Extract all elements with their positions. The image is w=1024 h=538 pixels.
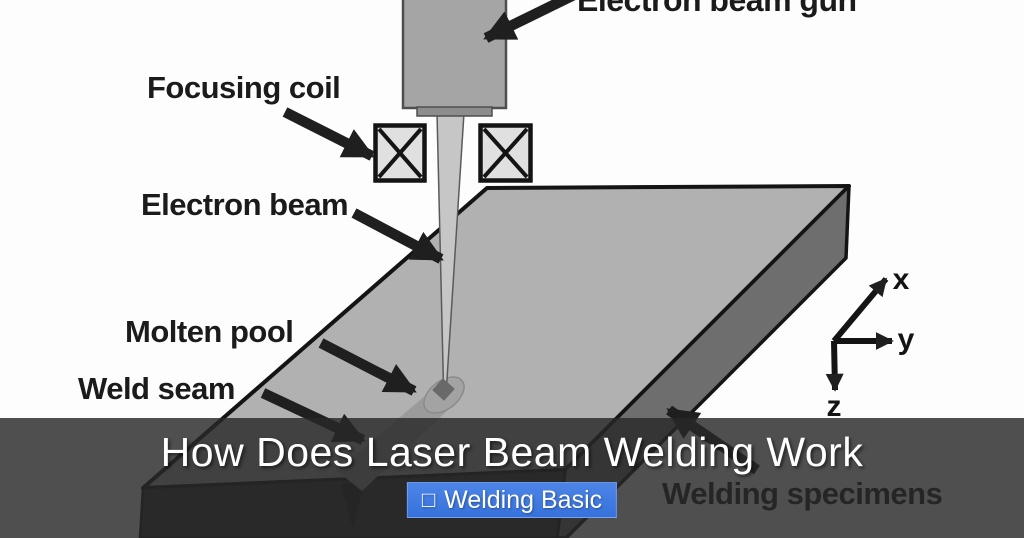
y-axis-label: y bbox=[898, 323, 915, 356]
arrow-to-electron-beam bbox=[351, 208, 444, 264]
label-weld-seam: Weld seam bbox=[78, 371, 235, 406]
badge-glyph-icon: □ bbox=[421, 487, 436, 512]
focusing-coil-right bbox=[478, 123, 533, 183]
arrow-to-focusing-coil bbox=[282, 107, 375, 161]
arrow-to-molten-pool bbox=[318, 338, 417, 396]
label-electron-beam: Electron beam bbox=[141, 187, 348, 222]
arrow-to-gun bbox=[483, 0, 576, 43]
x-axis-arrow bbox=[831, 277, 889, 343]
badge-label: Welding Basic bbox=[444, 485, 603, 514]
electron-beam-gun-shape bbox=[401, 0, 508, 117]
x-axis-label: x bbox=[893, 263, 910, 296]
welding-basic-badge[interactable]: □ Welding Basic bbox=[406, 482, 618, 518]
beam-spot bbox=[432, 378, 455, 401]
z-axis-arrow bbox=[825, 340, 844, 392]
z-axis-label: z bbox=[827, 390, 842, 423]
caption-band bbox=[0, 418, 1024, 538]
focusing-coil-left bbox=[373, 123, 427, 183]
coordinate-axes: x y z bbox=[825, 263, 915, 423]
label-molten-pool: Molten pool bbox=[125, 314, 293, 349]
caption-title: How Does Laser Beam Welding Work bbox=[160, 429, 864, 475]
label-focusing-coil: Focusing coil bbox=[147, 70, 340, 105]
label-electron-beam-gun: Electron beam gun bbox=[577, 0, 857, 18]
